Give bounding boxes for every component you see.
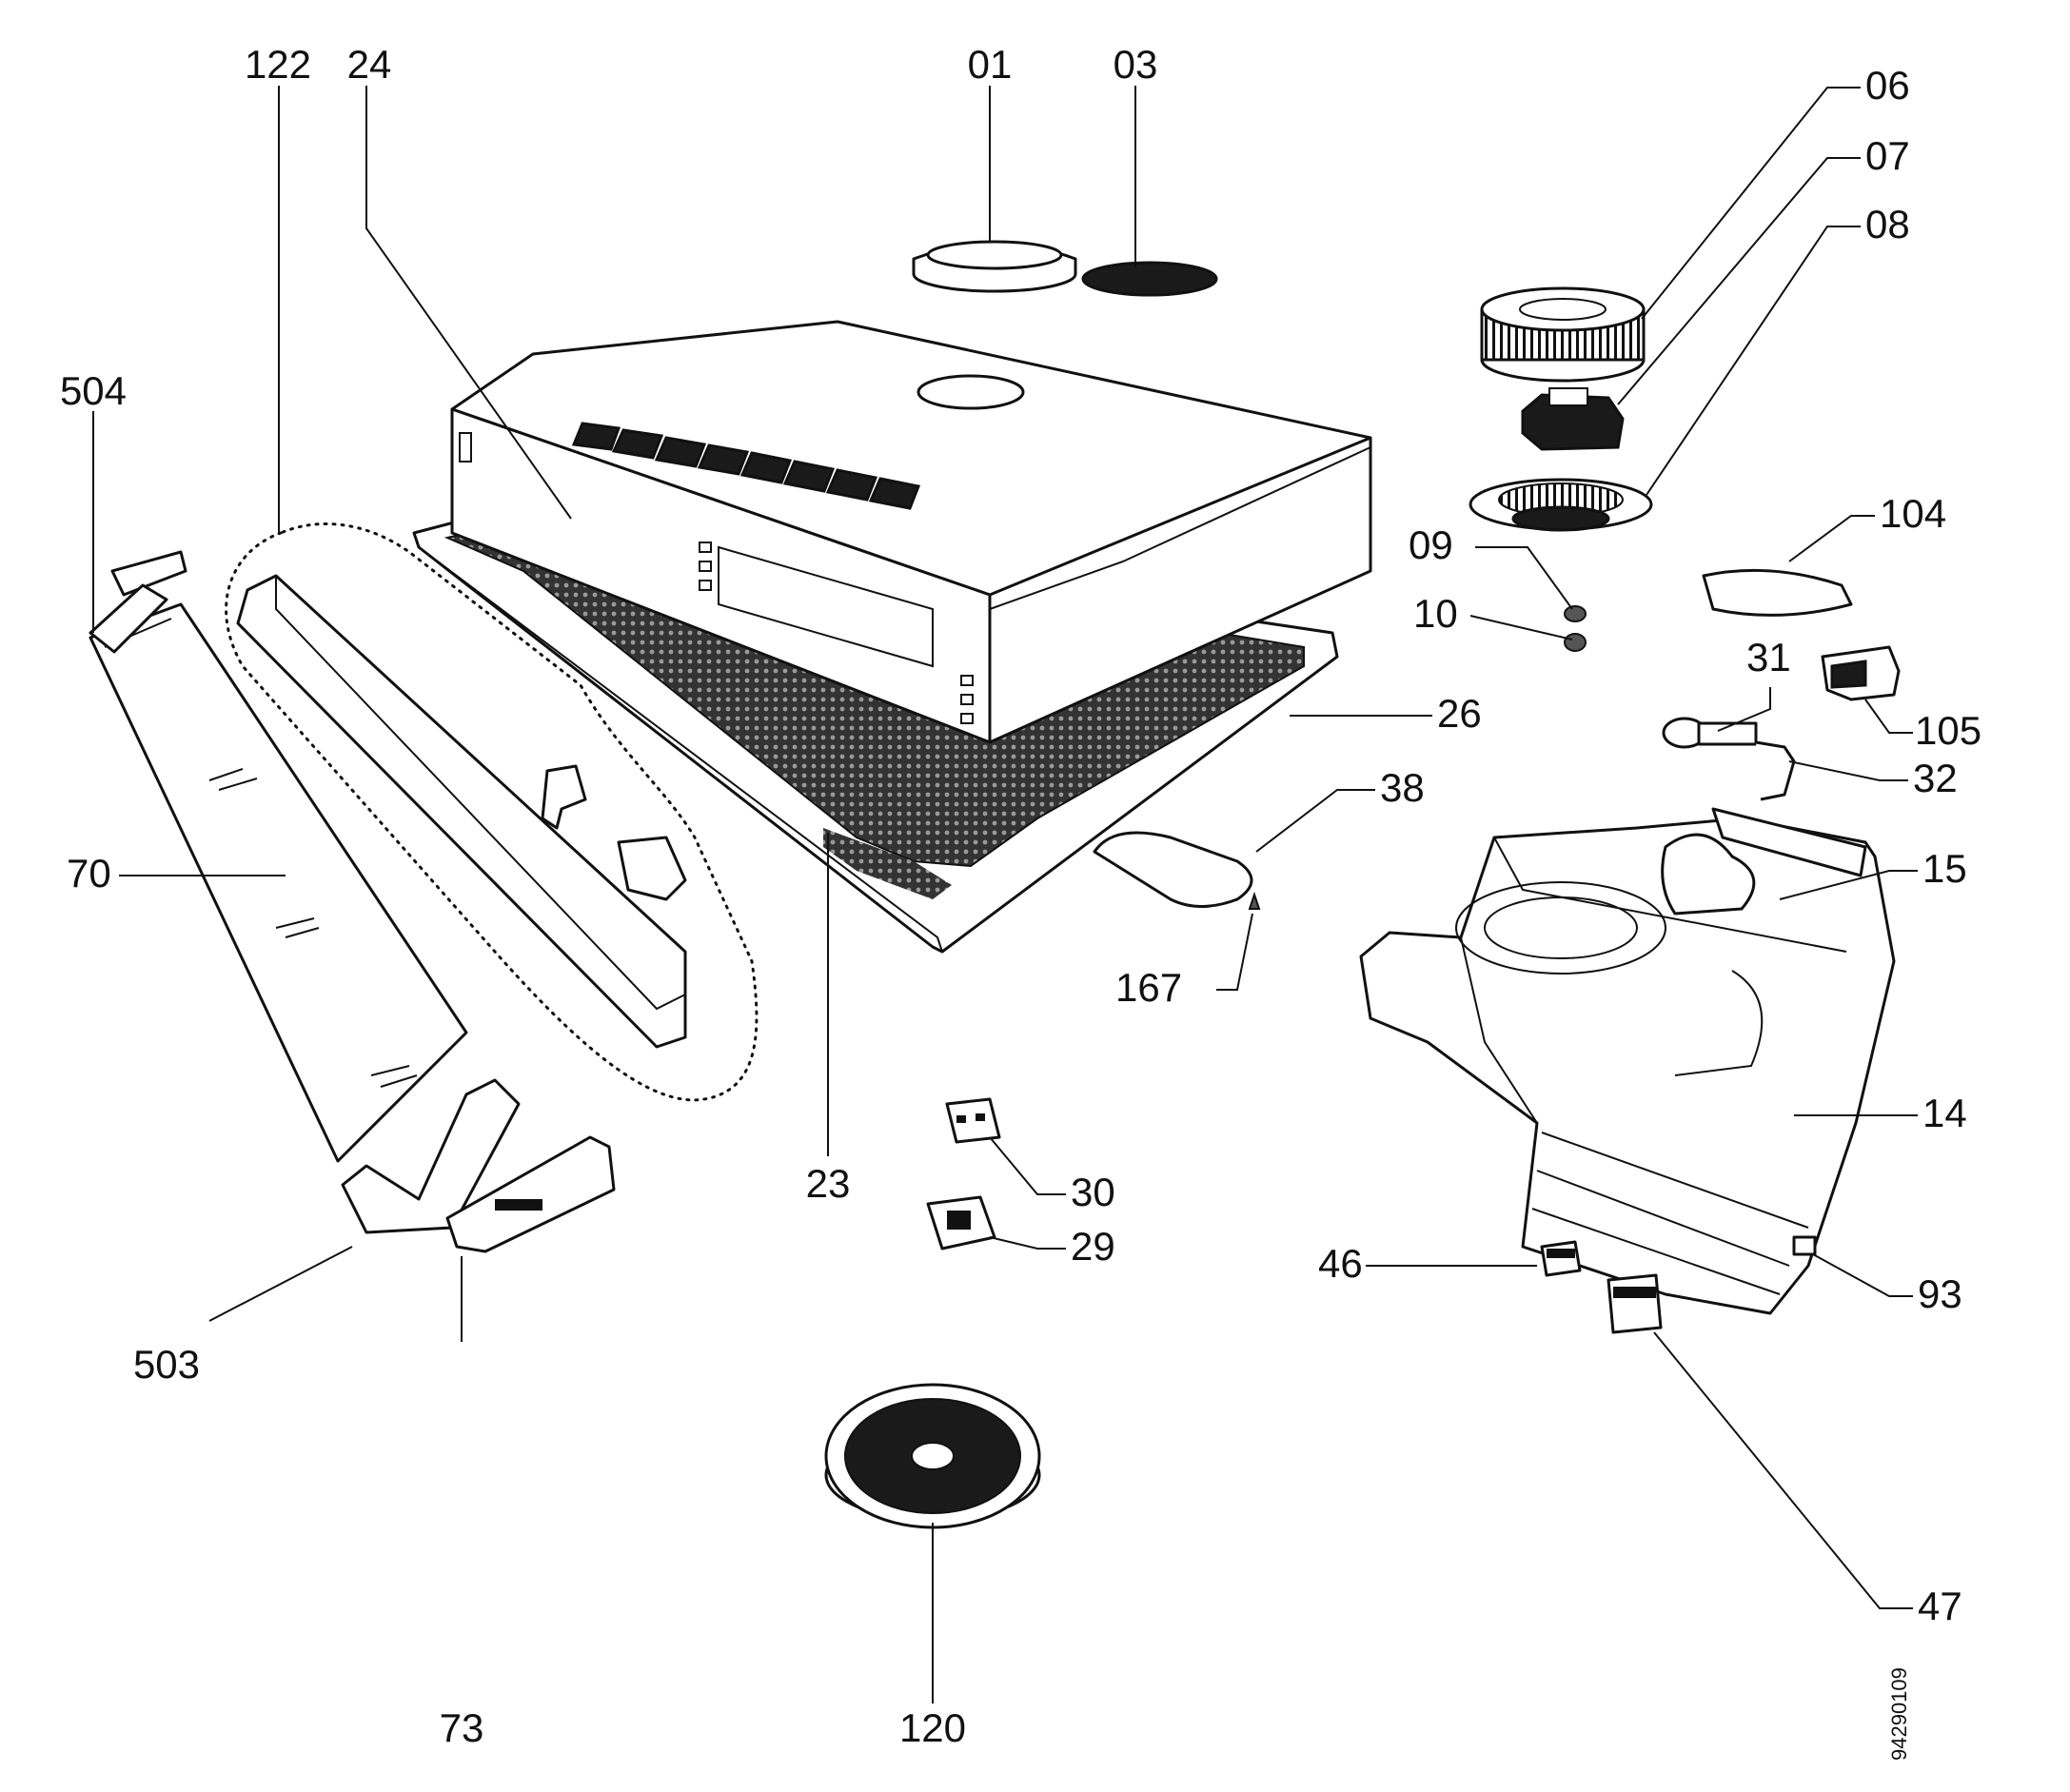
control-panel-window <box>718 545 934 668</box>
switch-indicators <box>459 432 974 724</box>
label-26: 26 <box>1437 691 1482 736</box>
nut-10 <box>1564 633 1587 652</box>
label-30: 30 <box>1071 1170 1115 1214</box>
disc-03 <box>1081 261 1218 297</box>
label-120: 120 <box>899 1705 966 1750</box>
motor-07 <box>1521 387 1625 451</box>
fan-wheel-08 <box>1469 478 1653 532</box>
label-07: 07 <box>1865 133 1910 178</box>
carbon-filter-06 <box>1480 286 1646 383</box>
label-70: 70 <box>67 851 111 896</box>
label-32: 32 <box>1913 756 1958 800</box>
lamp-cover-104 <box>1702 568 1853 617</box>
label-47: 47 <box>1918 1584 1962 1628</box>
label-122: 122 <box>245 42 311 87</box>
label-504: 504 <box>60 368 127 413</box>
round-filter-120 <box>824 1383 1041 1529</box>
label-167: 167 <box>1115 965 1182 1010</box>
label-06: 06 <box>1865 63 1910 108</box>
flange-ring-01 <box>912 240 1077 293</box>
label-104: 104 <box>1880 491 1946 536</box>
duct-15 <box>1661 833 1756 916</box>
hood-vent-slots <box>571 422 921 510</box>
housing-lip <box>1711 807 1867 877</box>
screw-167 <box>1248 891 1261 910</box>
bracket-30 <box>945 1097 1001 1144</box>
cover-38 <box>1093 831 1253 908</box>
label-03: 03 <box>1114 42 1158 87</box>
label-01: 01 <box>968 42 1013 87</box>
nut-09 <box>1564 605 1587 622</box>
lamp-holder-105 <box>1821 645 1901 701</box>
switch-32 <box>1755 740 1796 801</box>
filter-mesh-corner <box>823 828 952 899</box>
hinge-73 <box>445 1135 616 1253</box>
label-503: 503 <box>133 1342 200 1387</box>
label-15: 15 <box>1922 846 1967 891</box>
label-14: 14 <box>1922 1091 1967 1135</box>
outlet-opening <box>917 374 1025 410</box>
tray-edge <box>437 561 943 953</box>
label-10: 10 <box>1413 591 1458 636</box>
front-trim-bar <box>236 574 687 1049</box>
hood-body <box>412 320 1372 954</box>
switch-47 <box>1607 1273 1663 1334</box>
hood-bevel <box>989 446 1371 610</box>
hood-right-face <box>988 436 1372 744</box>
switch-46 <box>1540 1240 1582 1277</box>
label-38: 38 <box>1380 765 1425 810</box>
bulb-31 <box>1662 717 1758 749</box>
clip-93 <box>1792 1235 1817 1256</box>
label-105: 105 <box>1915 708 1981 753</box>
assembly-outline-122 <box>225 522 759 1102</box>
label-73: 73 <box>440 1705 484 1750</box>
part-labels: 01 03 06 07 08 09 10 104 105 31 32 15 14… <box>60 42 1981 1761</box>
drawing-code: 94290109 <box>1887 1667 1911 1761</box>
label-08: 08 <box>1865 202 1910 246</box>
label-31: 31 <box>1746 635 1791 679</box>
bracket-503 <box>341 1078 521 1234</box>
label-46: 46 <box>1318 1241 1363 1286</box>
label-24: 24 <box>347 42 392 87</box>
label-23: 23 <box>806 1161 851 1206</box>
leader-lines <box>92 86 1918 1703</box>
glass-holder-504 <box>89 550 187 654</box>
bracket-29 <box>926 1195 996 1250</box>
glass-panel-70 <box>89 602 468 1163</box>
label-29: 29 <box>1071 1224 1115 1269</box>
label-93: 93 <box>1918 1271 1962 1316</box>
fan-housing-14 <box>1359 807 1896 1315</box>
label-09: 09 <box>1409 522 1453 567</box>
trim-clips <box>541 764 687 901</box>
